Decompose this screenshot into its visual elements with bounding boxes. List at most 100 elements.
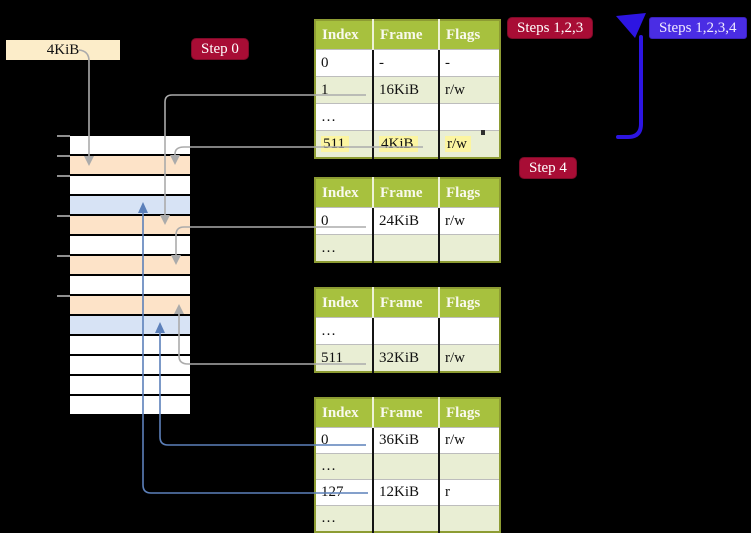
flags-cell: - — [439, 49, 500, 77]
step0-badge: Step 0 — [191, 38, 249, 60]
flags-column-header: Flags — [439, 178, 500, 208]
memory-frame-row-pagetable — [70, 256, 190, 274]
index-column-header: Index — [315, 288, 374, 318]
flags-cell: r/w — [439, 344, 500, 372]
index-cell: 0 — [315, 427, 374, 454]
index-cell: … — [315, 234, 374, 262]
table-row: 0 - - — [315, 49, 500, 77]
index-cell: … — [315, 505, 374, 532]
memory-frame-row-free — [70, 356, 190, 374]
memory-frame-row-free — [70, 176, 190, 194]
table-row: 1 16KiB r/w — [315, 76, 500, 104]
flags-column-header: Flags — [439, 398, 500, 428]
table-header-row: Index Frame Flags — [315, 398, 500, 428]
page-table-level4: Index Frame Flags 0 - - 1 16KiB r/w … — [314, 19, 501, 159]
table-row: 511 32KiB r/w — [315, 344, 500, 372]
recursive-entry-row: 511 4KiB r/w — [315, 130, 500, 158]
highlighted-value: 511 — [321, 135, 349, 152]
flags-cell — [439, 103, 500, 131]
frame-cell — [373, 453, 440, 480]
table-header-row: Index Frame Flags — [315, 288, 500, 318]
frame-column-header: Frame — [373, 398, 440, 428]
frame-cell — [373, 505, 440, 532]
index-cell: 511 — [315, 130, 374, 158]
frame-cell: 24KiB — [373, 207, 440, 235]
index-column-header: Index — [315, 398, 374, 428]
frame-cell — [373, 317, 440, 345]
flags-column-header: Flags — [439, 20, 500, 50]
table-row: 0 36KiB r/w — [315, 427, 500, 454]
index-cell: … — [315, 103, 374, 131]
page-table-level1: Index Frame Flags 0 36KiB r/w … 127 12Ki… — [314, 397, 501, 533]
index-cell: 0 — [315, 207, 374, 235]
page-table-level2: Index Frame Flags … 511 32KiB r/w — [314, 287, 501, 373]
physical-memory — [70, 136, 190, 416]
table-row: … — [315, 453, 500, 480]
memory-frame-row-free — [70, 236, 190, 254]
table-row: … — [315, 103, 500, 131]
memory-frame-row-free — [70, 336, 190, 354]
memory-address-tick — [57, 295, 70, 297]
highlighted-value: r/w — [445, 135, 471, 152]
frame-column-header: Frame — [373, 20, 440, 50]
memory-address-tick — [57, 155, 70, 157]
highlighted-value: 4KiB — [379, 135, 418, 152]
flags-cell: r/w — [439, 207, 500, 235]
index-column-header: Index — [315, 178, 374, 208]
flags-cell: r/w — [439, 427, 500, 454]
flags-cell — [439, 317, 500, 345]
flags-cell — [439, 453, 500, 480]
table-row: 0 24KiB r/w — [315, 207, 500, 235]
arrowhead-recursive-loop — [616, 13, 646, 38]
index-cell: … — [315, 317, 374, 345]
flags-cell: r/w — [439, 76, 500, 104]
frame-cell: 36KiB — [373, 427, 440, 454]
index-cell: … — [315, 453, 374, 480]
memory-address-tick — [57, 135, 70, 137]
frame-cell: 4KiB — [373, 130, 440, 158]
index-cell: 511 — [315, 344, 374, 372]
level4-table-address-label: 4KiB — [6, 40, 120, 60]
index-column-header: Index — [315, 20, 374, 50]
steps123-badge: Steps 1,2,3 — [507, 17, 594, 39]
index-cell: 1 — [315, 76, 374, 104]
frame-column-header: Frame — [373, 178, 440, 208]
memory-address-tick — [57, 255, 70, 257]
frame-cell: - — [373, 49, 440, 77]
flags-cell: r/w — [439, 130, 500, 158]
frame-cell: 16KiB — [373, 76, 440, 104]
memory-frame-row-free — [70, 136, 190, 154]
memory-frame-row-pagetable — [70, 156, 190, 174]
table-row: 127 12KiB r — [315, 479, 500, 506]
frame-column-header: Frame — [373, 288, 440, 318]
index-cell: 0 — [315, 49, 374, 77]
flags-column-header: Flags — [439, 288, 500, 318]
frame-cell: 32KiB — [373, 344, 440, 372]
frame-cell — [373, 103, 440, 131]
table-row: … — [315, 505, 500, 532]
memory-frame-row-pagetable — [70, 296, 190, 314]
page-table-level3: Index Frame Flags 0 24KiB r/w … — [314, 177, 501, 263]
table-header-row: Index Frame Flags — [315, 20, 500, 50]
flags-cell — [439, 505, 500, 532]
memory-address-tick — [57, 175, 70, 177]
memory-frame-row-pagetable — [70, 216, 190, 234]
flags-cell — [439, 234, 500, 262]
index-cell: 127 — [315, 479, 374, 506]
memory-frame-row-free — [70, 396, 190, 414]
frame-cell — [373, 234, 440, 262]
memory-frame-row-free — [70, 276, 190, 294]
memory-frame-row-mapped — [70, 316, 190, 334]
memory-frame-row-mapped — [70, 196, 190, 214]
steps1234-badge: Steps 1,2,3,4 — [649, 17, 747, 39]
arrow-recursive-loop — [616, 35, 643, 139]
table-row: … — [315, 317, 500, 345]
flags-cell: r — [439, 479, 500, 506]
table-row: … — [315, 234, 500, 262]
table-header-row: Index Frame Flags — [315, 178, 500, 208]
memory-address-tick — [57, 215, 70, 217]
step4-badge: Step 4 — [519, 157, 577, 179]
frame-cell: 12KiB — [373, 479, 440, 506]
